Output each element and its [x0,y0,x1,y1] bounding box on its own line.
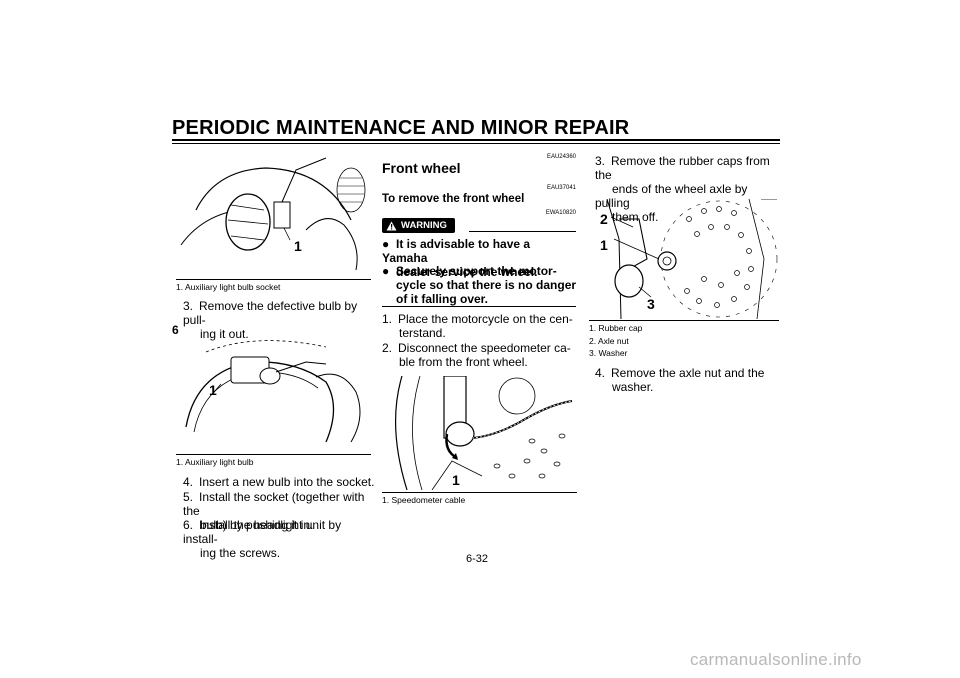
figure-caption: 1. Auxiliary light bulb [176,457,254,467]
figure-callout-1: 1 [600,237,608,253]
axle-parts-illustration [606,199,778,319]
header-rule-thin [172,143,780,144]
figure-caption-washer: 3. Washer [589,348,628,358]
subsection-code: EAU37041 [546,185,576,191]
caption-rule [176,279,371,280]
warning-bullet-2: ●Securely support the motor- cycle so th… [382,264,577,306]
step-2-disconnect-cable: 2.Disconnect the speedometer ca- ble fro… [382,341,571,369]
bullet-icon: ● [382,264,390,278]
figure-bulb-socket: 1 [176,150,371,278]
subsection-title: To remove the front wheel [382,193,525,205]
warning-rule [469,231,576,232]
figure-axle-parts: 2 1 3 [589,199,779,319]
section-code: EAU24360 [546,154,576,160]
watermark: carmanualsonline.info [690,650,862,669]
auxiliary-bulb-illustration [185,340,361,443]
page-number: 6-32 [466,553,489,565]
figure-callout-1: 1 [294,238,302,254]
page-header-title: PERIODIC MAINTENANCE AND MINOR REPAIR [172,117,630,139]
speedometer-cable-illustration [394,376,573,490]
figure-caption: 1. Speedometer cable [382,495,466,505]
figure-caption-axle-nut: 2. Axle nut [589,336,629,346]
chapter-number: 6 [172,323,179,337]
step-4-remove-axle-nut: 4.Remove the axle nut and the washer. [595,366,765,394]
step-3-remove-rubber-caps: 3.Remove the rubber caps from the ends o… [595,154,770,224]
warning-code: EWA10820 [545,210,576,216]
figure-speedometer-cable: 1 [382,376,577,490]
warning-badge: WARNING [382,218,455,233]
warning-end-rule [382,306,576,307]
step-6-install-headlight: 6.Install the headlight unit by install-… [183,518,342,560]
figure-caption-rubber-cap: 1. Rubber cap [589,323,643,333]
header-rule [172,139,780,141]
figure-callout-2: 2 [600,211,608,227]
figure-auxiliary-bulb: 1 [176,332,371,452]
step-3-remove-bulb: 3.Remove the defective bulb by pull- ing… [183,299,358,341]
step-1-centerstand: 1.Place the motorcycle on the cen- terst… [382,312,573,340]
caption-rule [382,492,577,493]
bulb-socket-illustration [180,157,366,271]
warning-header: WARNING [382,218,455,233]
step-4-insert-bulb: 4.Insert a new bulb into the socket. [183,475,375,489]
step-5-install-socket: 5.Install the socket (together with the … [183,490,365,532]
figure-callout-1: 1 [452,472,460,488]
figure-callout-3: 3 [647,296,655,312]
warning-bullet-1: ●It is advisable to have a Yamaha dealer… [382,237,538,279]
caption-rule [176,454,371,455]
figure-callout-1: 1 [209,382,217,398]
caption-rule [589,320,779,321]
warning-triangle-icon [386,221,397,230]
section-title: Front wheel [382,160,461,176]
figure-caption: 1. Auxiliary light bulb socket [176,282,281,292]
bullet-icon: ● [382,237,390,251]
